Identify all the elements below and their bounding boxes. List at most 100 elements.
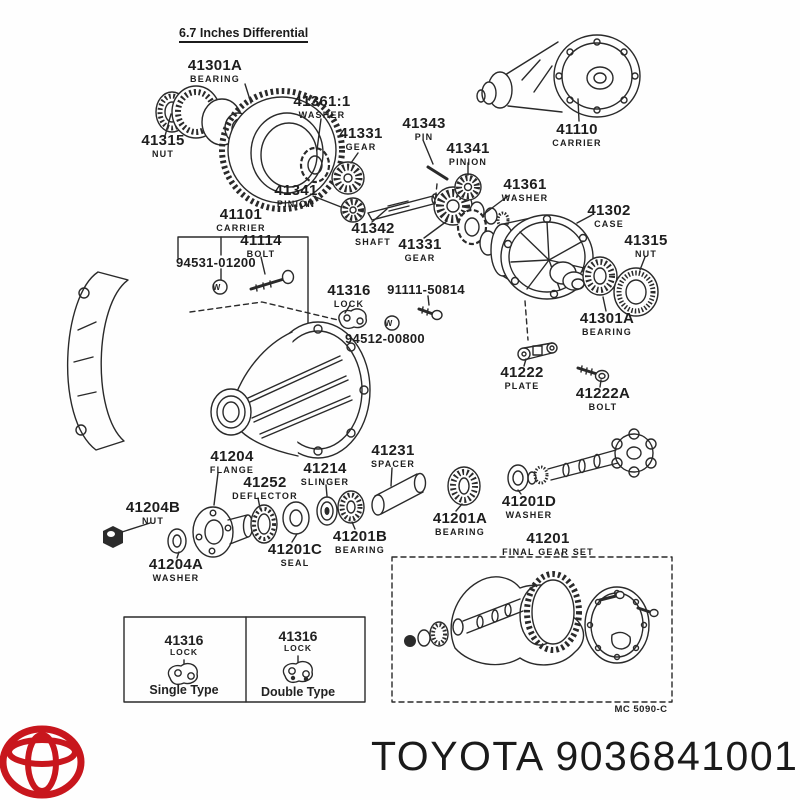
toyota-logo xyxy=(0,725,85,799)
part-number: 41361:1 xyxy=(293,93,351,110)
bolt-41222A-drawing xyxy=(576,365,610,383)
inset-caption-double: Double Type xyxy=(260,685,336,699)
carrier-housing-drawing xyxy=(210,321,371,459)
part-number: 41343 xyxy=(402,115,446,132)
part-label-41252: 41252 DEFLECTOR xyxy=(232,474,298,501)
part-number: 41201D xyxy=(501,493,557,510)
part-label-94531: 94531-01200 xyxy=(176,255,256,270)
footer-part-reference: TOYOTA 9036841001 xyxy=(371,736,798,777)
lock-41316-drawing xyxy=(338,308,367,330)
part-number: 41341 xyxy=(446,140,490,157)
part-number: 41204B xyxy=(125,499,181,516)
part-number: 41315 xyxy=(624,232,668,249)
part-name: BEARING xyxy=(582,326,632,337)
bearing-41201B-drawing xyxy=(337,490,365,524)
part-label-41222A: 41222A BOLT xyxy=(576,385,630,412)
part-name: WASHER xyxy=(505,509,553,520)
part-number: 41331 xyxy=(398,236,442,253)
part-number: 41316 xyxy=(278,628,318,644)
side-gear-41331-top-drawing xyxy=(331,161,365,195)
part-number: 41201 xyxy=(526,530,570,547)
part-number: 41302 xyxy=(587,202,631,219)
flange-41204-drawing xyxy=(192,506,254,558)
thrust-washer-41361-right-drawing xyxy=(456,208,488,246)
part-label-41114: 41114 BOLT xyxy=(240,232,282,259)
part-name: WASHER xyxy=(501,192,549,203)
part-label-41110: 41110 CARRIER xyxy=(552,121,602,148)
diff-case-41302-drawing xyxy=(479,214,594,300)
washer-mark-94531-drawing xyxy=(212,279,228,295)
part-name: LOCK xyxy=(169,647,199,658)
part-number: 41201B xyxy=(332,528,388,545)
part-number: 41316 xyxy=(327,282,371,299)
part-name: BEARING xyxy=(435,526,485,537)
part-number: 94512-00800 xyxy=(345,331,425,346)
part-label-41341-right: 41341 PINION xyxy=(446,140,490,167)
part-number: 41231 xyxy=(371,442,415,459)
part-name: CASE xyxy=(594,218,624,229)
washer-mark-94512-drawing xyxy=(384,315,400,331)
part-number: 41101 xyxy=(219,206,263,223)
part-number: 41331 xyxy=(339,125,383,142)
brand-name: TOYOTA xyxy=(371,733,543,779)
part-name: GEAR xyxy=(404,252,436,263)
part-label-41316: 41316 LOCK xyxy=(327,282,371,309)
part-label-41301A-right: 41301A BEARING xyxy=(580,310,634,337)
diagram-code: MC 5090-C xyxy=(614,704,668,715)
page-title: 6.7 Inches Differential xyxy=(179,26,309,43)
part-name: BEARING xyxy=(335,544,385,555)
part-number: 41341 xyxy=(274,182,318,199)
part-name: NUT xyxy=(141,515,165,526)
slinger-41214-drawing xyxy=(316,496,338,526)
part-name: FINAL GEAR SET xyxy=(502,546,594,557)
part-name: NUT xyxy=(634,248,658,259)
part-number: 41342 xyxy=(351,220,395,237)
part-label-41201D: 41201D WASHER xyxy=(501,493,557,520)
part-label-41101: 41101 CARRIER xyxy=(216,206,265,233)
washer-41201D-drawing xyxy=(507,464,529,492)
part-name: DEFLECTOR xyxy=(232,490,298,501)
part-number: 41201A xyxy=(432,510,488,527)
spacer-41231-drawing xyxy=(371,472,427,516)
lock-type-inset-box xyxy=(123,616,366,703)
part-name: WASHER xyxy=(152,572,200,583)
part-name: FLANGE xyxy=(209,464,255,475)
part-label-41301A: 41301A BEARING xyxy=(187,57,243,84)
part-number: 41204 xyxy=(210,448,254,465)
part-number: 41301A xyxy=(187,57,243,74)
ring-gear-drawing xyxy=(219,88,345,212)
part-name: LOCK xyxy=(283,643,313,654)
part-number: 41315 xyxy=(141,132,185,149)
part-label-41341-left: 41341 PINION xyxy=(274,182,318,209)
part-name: BEARING xyxy=(190,73,240,84)
part-name: PIN xyxy=(414,131,434,142)
part-number: 41252 xyxy=(243,474,287,491)
part-label-41214: 41214 SLINGER xyxy=(301,460,349,487)
part-name: SPACER xyxy=(370,458,416,469)
part-label-41361-1: 41361:1 WASHER xyxy=(293,93,351,120)
part-name: PLATE xyxy=(504,380,540,391)
part-name: LOCK xyxy=(333,298,365,309)
part-number: 91111-50814 xyxy=(387,282,465,297)
part-number: 41201C xyxy=(267,541,323,558)
part-number: 41222 xyxy=(500,364,544,381)
adjusting-nut-41315-right-drawing xyxy=(613,267,659,317)
bolt-41114-drawing xyxy=(249,256,295,292)
part-label-41361: 41361 WASHER xyxy=(501,176,549,203)
part-label-41315-right: 41315 NUT xyxy=(624,232,668,259)
part-label-41201B: 41201B BEARING xyxy=(332,528,388,555)
part-name: CARRIER xyxy=(552,137,602,148)
part-name: WASHER xyxy=(298,109,346,120)
part-number: 41114 xyxy=(240,232,282,249)
part-label-41222: 41222 PLATE xyxy=(500,364,544,391)
washer-symbol-94512: W xyxy=(384,318,393,328)
leader-lines xyxy=(121,83,646,668)
part-name: GEAR xyxy=(345,141,377,152)
seal-41201C-drawing xyxy=(282,501,310,535)
part-label-41331-bottom: 41331 GEAR xyxy=(398,236,442,263)
part-number: 41316 xyxy=(164,632,204,648)
part-label-41201C: 41201C SEAL xyxy=(267,541,323,568)
part-label-41204A: 41204A WASHER xyxy=(149,556,203,583)
nut-41204B-drawing xyxy=(103,526,123,548)
